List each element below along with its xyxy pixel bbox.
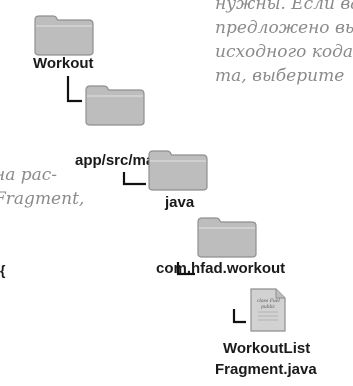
side-note-right-line4: та, выберите — [215, 66, 345, 86]
folder-icon[interactable] — [84, 80, 146, 126]
folder-label-java: java — [165, 194, 195, 211]
side-note-left: на рас- Fragment, — [0, 163, 84, 211]
file-label-line2: Fragment.java — [215, 361, 317, 378]
folder-icon[interactable] — [147, 145, 209, 191]
folder-icon[interactable] — [33, 10, 95, 56]
folder-label-com-hfad-workout: com.hfad.workout — [156, 260, 286, 277]
file-snippet-line1: class Fuel — [257, 298, 280, 304]
java-file-icon[interactable]: class Fuel public — [248, 286, 288, 334]
side-note-right-line2: предложено выб — [215, 18, 353, 38]
file-snippet-line2: public — [261, 304, 276, 310]
folder-label-workout: Workout — [33, 55, 94, 72]
side-note-left-line2: Fragment, — [0, 189, 85, 209]
file-label-line1: WorkoutList — [223, 340, 311, 357]
folder-label-app-src-main: app/src/main — [75, 152, 168, 169]
side-note-right-line3: исходного кода — [215, 42, 353, 62]
side-note-right: нужны. Если ва предложено выб исходного … — [215, 0, 353, 88]
code-brace-fragment: { — [0, 262, 6, 278]
folder-icon[interactable] — [196, 212, 258, 258]
side-note-right-line1: нужны. Если ва — [215, 0, 353, 14]
side-note-left-line1: на рас- — [0, 165, 58, 185]
